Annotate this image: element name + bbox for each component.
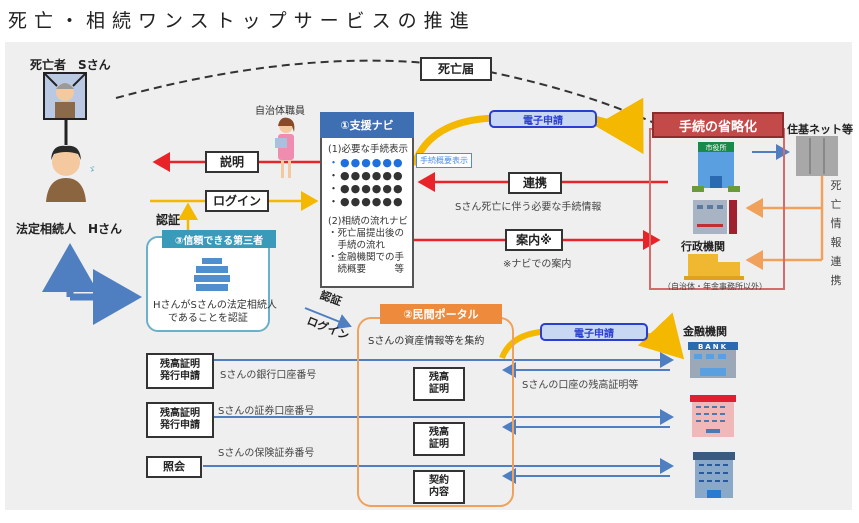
navi-dots-row: ・●●●●●● xyxy=(328,169,404,182)
admin-building-icon xyxy=(684,254,744,282)
request-box: 残高証明発行申請 xyxy=(146,353,214,389)
vchar: 連 xyxy=(830,255,842,268)
auth-label: 認証 xyxy=(156,213,181,227)
portal-card: 契約内容 xyxy=(413,470,465,504)
svg-text:ゞ: ゞ xyxy=(88,165,96,174)
vchar: 報 xyxy=(830,236,842,249)
inquiry-box: 照会 xyxy=(146,456,202,478)
bank-sign: BANK xyxy=(698,343,728,351)
request-note: Sさんの証券口座番号 xyxy=(218,406,315,417)
man-icon: ゞ xyxy=(46,145,96,202)
login-label: ログイン xyxy=(205,190,269,212)
finance-return-note: Sさんの口座の残高証明等 xyxy=(522,380,639,391)
card-line: 残高 xyxy=(429,427,449,438)
navi-dots-highlight: ・●●●●●● xyxy=(328,156,404,169)
portal-card: 残高証明 xyxy=(413,422,465,456)
navi-item: 手続の流れ xyxy=(328,240,386,251)
insurance-building-icon xyxy=(693,452,735,498)
heir-avatar: ゞ xyxy=(38,142,98,202)
trust-text-2: であることを認証 xyxy=(168,313,248,324)
e-apply-bottom-pill: 電子申請 xyxy=(540,323,648,341)
navi-item: ・金融機関での手 xyxy=(328,252,405,263)
office-building-icon xyxy=(693,200,739,234)
deceased-label: 死亡者 Sさん xyxy=(30,58,111,72)
trust-text-1: HさんがSさんの法定相続人 xyxy=(153,300,277,311)
finance-label: 金融機関 xyxy=(683,325,727,338)
vchar: 死 xyxy=(830,179,842,192)
server-icon xyxy=(192,256,232,292)
card-line: 証明 xyxy=(429,439,449,450)
card-line: 残高 xyxy=(429,372,449,383)
juki-server-icon xyxy=(796,136,838,176)
city-hall-sign: 市役所 xyxy=(706,143,727,152)
request-box: 残高証明発行申請 xyxy=(146,402,214,438)
card-line: 契約 xyxy=(429,475,449,486)
req-line: 発行申請 xyxy=(160,371,200,382)
juki-net-label: 住基ネット等 xyxy=(787,123,853,136)
e-apply-top-pill: 電子申請 xyxy=(489,110,597,128)
req-line: 残高証明 xyxy=(160,359,200,370)
admin-org-label: 行政機関 xyxy=(681,240,725,253)
death-notice-label: 死亡届 xyxy=(420,57,492,81)
link-label: 連携 xyxy=(508,172,562,194)
card-line: 証明 xyxy=(429,384,449,395)
death-info-vertical-text: 死 亡 情 報 連 携 xyxy=(830,176,842,290)
heir-label: 法定相続人 Hさん xyxy=(16,222,123,236)
request-note: Sさんの保険証券番号 xyxy=(218,448,315,459)
bank-icon: BANK xyxy=(688,342,738,378)
navi-dots-row: ・●●●●●● xyxy=(328,182,404,195)
staff-figure xyxy=(272,116,300,184)
req-line: 発行申請 xyxy=(160,420,200,431)
vchar: 携 xyxy=(830,274,842,287)
page-title: 死亡・相続ワンストップサービスの推進 xyxy=(8,10,476,32)
securities-building-icon xyxy=(690,395,736,437)
card-line: 内容 xyxy=(429,487,449,498)
private-portal-header: ②民間ポータル xyxy=(380,304,502,324)
navi-item: 続概要 等 xyxy=(328,264,405,275)
request-note: Sさんの銀行口座番号 xyxy=(220,370,317,381)
navi-section-2: (2)相続の流れナビ xyxy=(328,216,408,227)
guide-note: ※ナビでの案内 xyxy=(503,259,572,270)
portal-card: 残高証明 xyxy=(413,367,465,401)
staff-label: 自治体職員 xyxy=(255,106,305,117)
explain-label: 説明 xyxy=(205,151,259,173)
elderly-person-icon xyxy=(44,73,86,118)
vchar: 情 xyxy=(830,217,842,230)
admin-org-note: （自治体・年金事務所以外） xyxy=(663,282,767,291)
portal-login-arrow xyxy=(304,307,352,329)
support-navi-panel: ①支援ナビ (1)必要な手続表示 ・●●●●●● ・●●●●●● ・●●●●●●… xyxy=(320,112,414,288)
woman-staff-icon xyxy=(275,117,295,178)
link-note: Sさん死亡に伴う必要な手続情報 xyxy=(455,202,602,213)
support-navi-header: ①支援ナビ xyxy=(320,112,414,138)
support-navi-body: (1)必要な手続表示 ・●●●●●● ・●●●●●● ・●●●●●● ・●●●●… xyxy=(328,144,408,276)
vchar: 亡 xyxy=(830,198,842,211)
trusted-third-party-header: ③信頼できる第三者 xyxy=(162,230,276,248)
deceased-portrait xyxy=(43,72,87,120)
procedure-simplification-header: 手続の省略化 xyxy=(652,112,784,138)
navi-item: ・死亡届提出後の xyxy=(328,228,405,239)
navi-dots-row: ・●●●●●● xyxy=(328,195,404,208)
procedure-summary-tag: 手続概要表示 xyxy=(416,153,472,168)
portal-subtitle: Sさんの資産情報等を集約 xyxy=(368,336,485,347)
req-line: 残高証明 xyxy=(160,408,200,419)
navi-section-1: (1)必要な手続表示 xyxy=(328,144,408,155)
guide-label: 案内※ xyxy=(505,229,563,251)
city-hall-icon: 市役所 xyxy=(690,142,742,192)
